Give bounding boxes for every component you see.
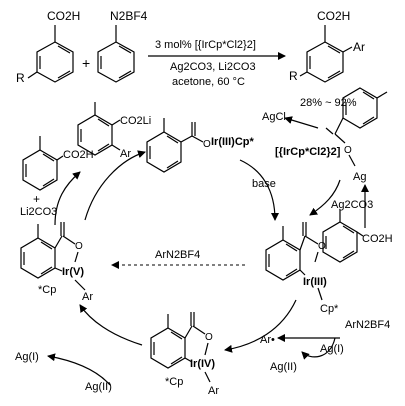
cycle-toluic-acid-right: CO2H bbox=[322, 210, 393, 263]
cycle-ag2co3: Ag2CO3 bbox=[331, 199, 373, 211]
cycle-ag1-right: Ag(I) bbox=[320, 343, 344, 355]
cycle-product-aryl: Ar bbox=[120, 148, 131, 160]
cycle-toluic-acid-group: CO2H bbox=[362, 233, 393, 245]
cycle-benzoate-o: O bbox=[344, 145, 352, 156]
cycle-carboxylate-o: O bbox=[203, 139, 211, 150]
cycle-iridacycle-iriii: O Ir(III) Cp* bbox=[265, 222, 339, 315]
cycle-irv-metal: Ir(V) bbox=[62, 266, 84, 278]
cycle-aryl-radical: Ar• bbox=[260, 334, 275, 346]
condition-catalyst: 3 mol% [{IrCp*Cl2}2] bbox=[155, 39, 256, 51]
cycle-arrow-to-iriii-carboxylate bbox=[84, 150, 146, 221]
cycle-lithium-carboxylate: CO2Li bbox=[120, 115, 151, 127]
cycle-arrow-reductive-elimination bbox=[54, 171, 81, 226]
reaction-reactant-diazonium-salt: N2BF4 bbox=[97, 9, 148, 83]
cycle-ag2-left: Ag(II) bbox=[85, 381, 112, 393]
reactant-diazonium-group: N2BF4 bbox=[110, 9, 148, 23]
product-aryl-group: Ar bbox=[353, 40, 365, 54]
cycle-start-base: Li2CO3 bbox=[20, 206, 57, 218]
cycle-ag1-left: Ag(I) bbox=[15, 351, 39, 363]
cycle-iriv-cp: *Cp bbox=[165, 376, 183, 388]
cycle-irv-o: O bbox=[75, 241, 83, 252]
reaction-reactant-benzoic-acid: CO2H R bbox=[16, 9, 80, 85]
cycle-arrow-to-iriv bbox=[224, 299, 297, 353]
cycle-start-acid-group: CO2H bbox=[63, 149, 94, 161]
cycle-base: base bbox=[252, 178, 276, 190]
cycle-iridacycle-cp: Cp* bbox=[320, 303, 339, 315]
cycle-dashed-reagent: ArN2BF4 bbox=[155, 249, 200, 261]
cycle-product-lithium-salt: CO2Li Ar bbox=[77, 102, 151, 160]
condition-reagents: Ag2CO3, Li2CO3 bbox=[170, 61, 256, 73]
cycle-irv-ar: Ar bbox=[82, 291, 93, 303]
cycle-arrow-to-irv bbox=[79, 304, 143, 346]
cycle-silver-benzoate: O Ag bbox=[325, 87, 388, 183]
reactant-acid-group: CO2H bbox=[47, 9, 80, 23]
cycle-start-plus: + bbox=[33, 192, 40, 206]
cycle-silver-ag: Ag bbox=[353, 171, 366, 183]
cycle-irv-complex: O Ir(V) *Cp Ar bbox=[20, 222, 93, 303]
product-r-group: R bbox=[289, 69, 298, 83]
cycle-iriv-ar: Ar bbox=[208, 385, 219, 397]
cycle-irv-cp: *Cp bbox=[38, 284, 56, 296]
ag-redox-curve-right bbox=[301, 337, 336, 360]
cycle-ag2-right: Ag(II) bbox=[270, 361, 297, 373]
cycle-iriv-complex: O Ir(IV) *Cp Ar bbox=[150, 312, 219, 397]
cycle-catalyst: [{IrCp*Cl2}2] bbox=[275, 146, 341, 158]
cycle-arrow-silver-to-catalyst bbox=[309, 179, 341, 216]
cycle-diazonium-reagent: ArN2BF4 bbox=[345, 319, 390, 331]
product-acid-group: CO2H bbox=[317, 9, 350, 23]
ag-redox-curve-left bbox=[47, 353, 111, 386]
agcl-release-arrow bbox=[284, 116, 319, 129]
yield-range: 28% ~ 92% bbox=[300, 97, 357, 109]
reactant-r-group: R bbox=[16, 71, 25, 85]
cycle-iriii-label: Ir(III)Cp* bbox=[211, 136, 254, 148]
condition-solvent-temp: acetone, 60 °C bbox=[172, 76, 245, 88]
cycle-arrow-base-step bbox=[239, 159, 279, 221]
cycle-iriv-o: O bbox=[205, 332, 213, 343]
cycle-agcl: AgCl bbox=[262, 111, 286, 123]
cycle-iridacycle-metal: Ir(III) bbox=[303, 276, 327, 288]
cycle-start-toluic-acid: CO2H + Li2CO3 bbox=[20, 136, 94, 218]
reaction-product-arylated-acid: CO2H Ar R bbox=[289, 9, 365, 83]
cycle-iriii-carboxylate: O Ir(III)Cp* bbox=[146, 118, 254, 173]
cycle-iridacycle-o: O bbox=[318, 241, 326, 252]
cycle-iriv-metal: Ir(IV) bbox=[190, 358, 215, 370]
reaction-plus: + bbox=[82, 55, 90, 71]
